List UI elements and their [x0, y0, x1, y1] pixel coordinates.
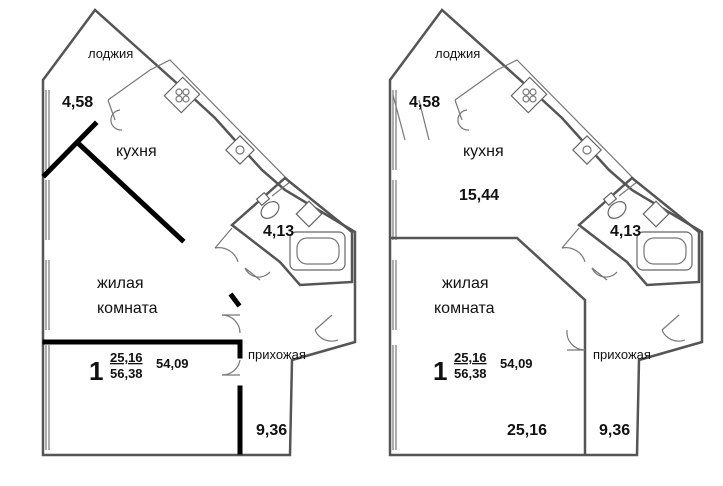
living-fraction-bottom: 56,38 — [454, 366, 487, 381]
hall-label: прихожая — [248, 347, 306, 362]
loggia-area: 4,58 — [62, 94, 93, 111]
rooms-count: 1 — [433, 356, 447, 386]
living-fraction-bottom: 56,38 — [110, 366, 143, 381]
hall-area: 9,36 — [256, 422, 287, 439]
bath-area: 4,13 — [263, 223, 294, 240]
hall-area: 9,36 — [599, 422, 630, 439]
living-fraction-top: 25,16 — [454, 350, 487, 365]
loggia-label: лоджия — [88, 46, 133, 61]
plan-right: лоджия 4,58 кухня 15,44 4,13 жилая комна… — [388, 8, 704, 457]
rooms-count: 1 — [89, 356, 103, 386]
bath-area: 4,13 — [610, 223, 641, 240]
new-wall-4 — [42, 339, 243, 359]
loggia-area: 4,58 — [409, 94, 440, 111]
plan-left: лоджия 4,58 кухня 4,13 жилая комната при… — [41, 8, 357, 457]
loggia-label: лоджия — [435, 46, 480, 61]
new-wall-3 — [228, 292, 242, 308]
living-fraction-top: 25,16 — [110, 350, 143, 365]
living-label-line2: комната — [97, 300, 158, 317]
new-wall-2 — [76, 141, 186, 244]
living-label-line2: комната — [434, 300, 495, 317]
partition-living — [390, 236, 587, 455]
kitchen-area: 15,44 — [459, 187, 499, 204]
living-label-line1: жилая — [442, 275, 489, 292]
living-area: 25,16 — [507, 422, 547, 439]
total-area: 54,09 — [500, 356, 533, 371]
new-wall-1 — [41, 120, 99, 179]
hall-label: прихожая — [593, 347, 651, 362]
kitchen-label: кухня — [116, 143, 157, 160]
kitchen-label: кухня — [463, 143, 504, 160]
living-label-line1: жилая — [97, 275, 144, 292]
total-area: 54,09 — [156, 356, 189, 371]
